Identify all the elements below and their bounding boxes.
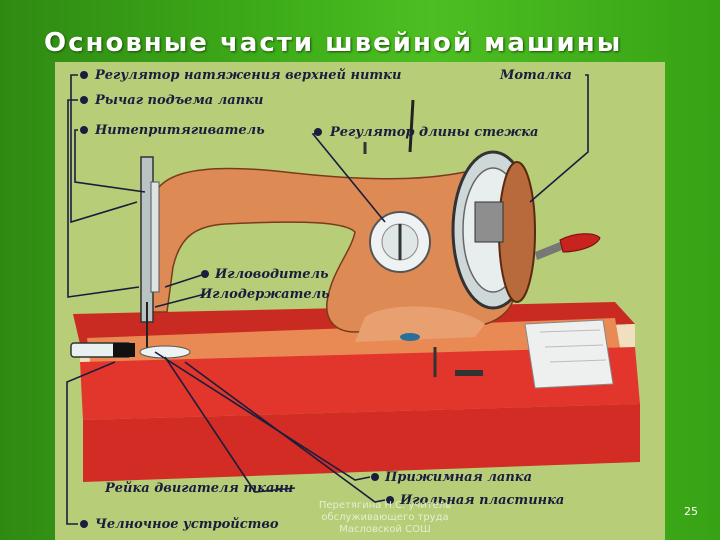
label-feed-dog: Рейка двигателя ткани	[104, 481, 293, 496]
diagram-poster: Регулятор натяжения верхней нитки Рычаг …	[55, 62, 665, 540]
label-tension-regulator: Регулятор натяжения верхней нитки	[94, 68, 401, 83]
label-needle-bar: Игловодитель	[214, 267, 329, 282]
hand-wheel	[451, 150, 601, 310]
slide-footer: Перетягина Н.С. учитель обслуживающего т…	[318, 500, 452, 535]
label-thread-take-up: Нитепритягиватель	[94, 123, 265, 138]
label-needle-holder: Иглодержатель	[199, 287, 330, 302]
label-foot-lever: Рычаг подъема лапки	[94, 93, 263, 108]
page-number: 25	[684, 505, 698, 518]
needle-assembly	[70, 156, 191, 359]
label-needle-plate: Игольная пластинка	[399, 493, 564, 508]
label-bullets	[80, 71, 394, 528]
label-stitch-regulator: Регулятор длины стежка	[329, 125, 538, 140]
slide-title: Основные части швейной машины	[44, 28, 623, 58]
machine-arm	[146, 99, 526, 377]
pointer-lines	[66, 74, 589, 525]
label-shuttle: Челночное устройство	[95, 517, 279, 532]
label-bobbin-winder: Моталка	[499, 68, 572, 83]
sewing-machine-diagram: Регулятор натяжения верхней нитки Рычаг …	[66, 68, 640, 532]
label-presser-foot: Прижимная лапка	[384, 470, 532, 485]
machine-base	[73, 302, 640, 482]
